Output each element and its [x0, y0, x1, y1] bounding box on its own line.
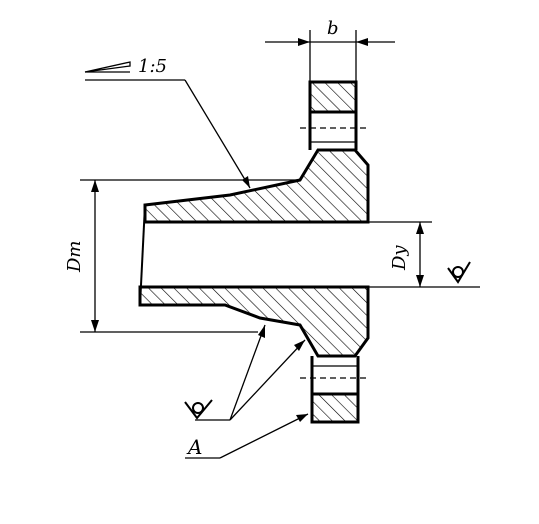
flange-plate-outline	[300, 82, 366, 422]
bore	[139, 204, 368, 306]
weld-symbol-icon	[184, 399, 213, 420]
hub-upper-section	[143, 148, 370, 224]
taper-label: 1:5	[138, 56, 167, 77]
dimension-b: b	[265, 18, 395, 82]
callout-a-label: A	[186, 435, 202, 459]
taper-callout: 1:5	[84, 56, 251, 189]
flange-section	[138, 80, 370, 424]
dimension-dm-label: Dm	[64, 241, 85, 274]
flange-plate-lower	[310, 392, 360, 424]
dimension-b-label: b	[327, 18, 339, 39]
dimension-dm: Dm	[64, 179, 300, 333]
weld-leaders	[195, 324, 306, 421]
hub-lower-section	[138, 285, 370, 358]
dimension-dy-label: Dy	[389, 245, 410, 271]
callout-a: A	[185, 413, 309, 459]
weld-symbol-icon	[447, 261, 471, 284]
flange-plate-upper	[308, 80, 358, 114]
dimension-dy: Dy	[368, 221, 480, 288]
